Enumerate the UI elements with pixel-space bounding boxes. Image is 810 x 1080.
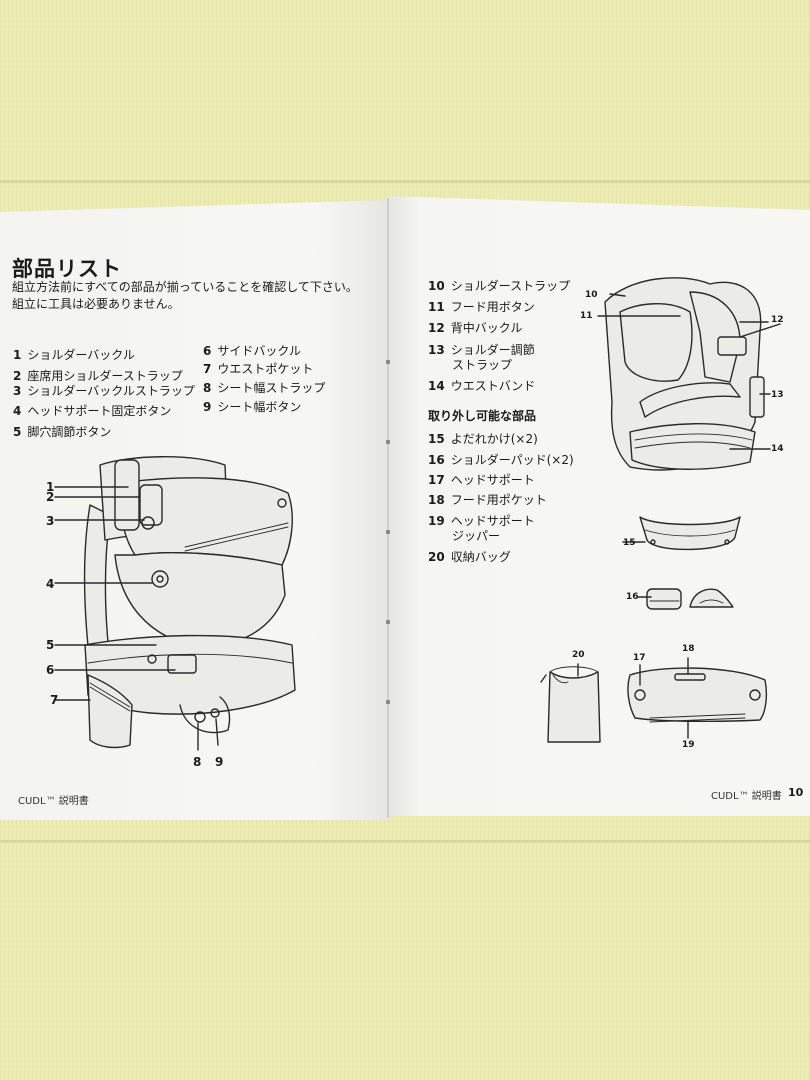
intro-line-2: 組立に工具は必要ありません。 bbox=[12, 297, 180, 311]
callout-20: 20 bbox=[572, 650, 585, 660]
staple bbox=[386, 530, 390, 534]
callout-9: 9 bbox=[215, 755, 224, 769]
callout-11: 11 bbox=[580, 311, 593, 321]
staple bbox=[386, 440, 390, 444]
book-spine bbox=[387, 198, 389, 818]
callout-19: 19 bbox=[682, 740, 695, 750]
removable-heading: 取り外し可能な部品 bbox=[428, 409, 537, 423]
baby-carrier-illustration bbox=[54, 456, 296, 751]
callout-4: 4 bbox=[46, 577, 55, 591]
staple bbox=[386, 360, 390, 364]
storage-bag-illustration bbox=[540, 663, 601, 743]
callout-14: 14 bbox=[771, 444, 784, 454]
head-support-illustration bbox=[627, 657, 768, 739]
callout-3: 3 bbox=[46, 514, 55, 528]
callout-7: 7 bbox=[50, 693, 59, 707]
callout-15: 15 bbox=[623, 538, 636, 548]
callout-2: 2 bbox=[46, 490, 55, 504]
page-title: 部品リスト bbox=[12, 257, 122, 281]
footer-title: CUDL™ 説明書 bbox=[18, 796, 89, 807]
staple bbox=[386, 700, 390, 704]
bib-illustration bbox=[622, 516, 741, 551]
mat-seam bbox=[0, 180, 810, 183]
callout-10: 10 bbox=[585, 290, 598, 300]
part-item-cont: ストラップ bbox=[452, 358, 513, 372]
callout-13: 13 bbox=[771, 390, 784, 400]
shoulder-pads-illustration bbox=[636, 588, 734, 610]
footer-title-right: CUDL™ 説明書 bbox=[711, 791, 782, 802]
callout-18: 18 bbox=[682, 644, 695, 654]
page-number: 10 bbox=[788, 786, 804, 799]
part-item-cont: ジッパー bbox=[452, 529, 501, 543]
callout-6: 6 bbox=[46, 663, 55, 677]
callout-17: 17 bbox=[633, 653, 646, 663]
callout-16: 16 bbox=[626, 592, 639, 602]
carrier-back-illustration bbox=[597, 277, 781, 471]
intro-line-1: 組立方法前にすべての部品が揃っていることを確認して下さい。 bbox=[12, 280, 358, 294]
mat-seam bbox=[0, 840, 810, 843]
callout-8: 8 bbox=[193, 755, 202, 769]
callout-5: 5 bbox=[46, 638, 55, 652]
callout-12: 12 bbox=[771, 315, 784, 325]
staple bbox=[386, 620, 390, 624]
callout-1: 1 bbox=[46, 480, 55, 494]
